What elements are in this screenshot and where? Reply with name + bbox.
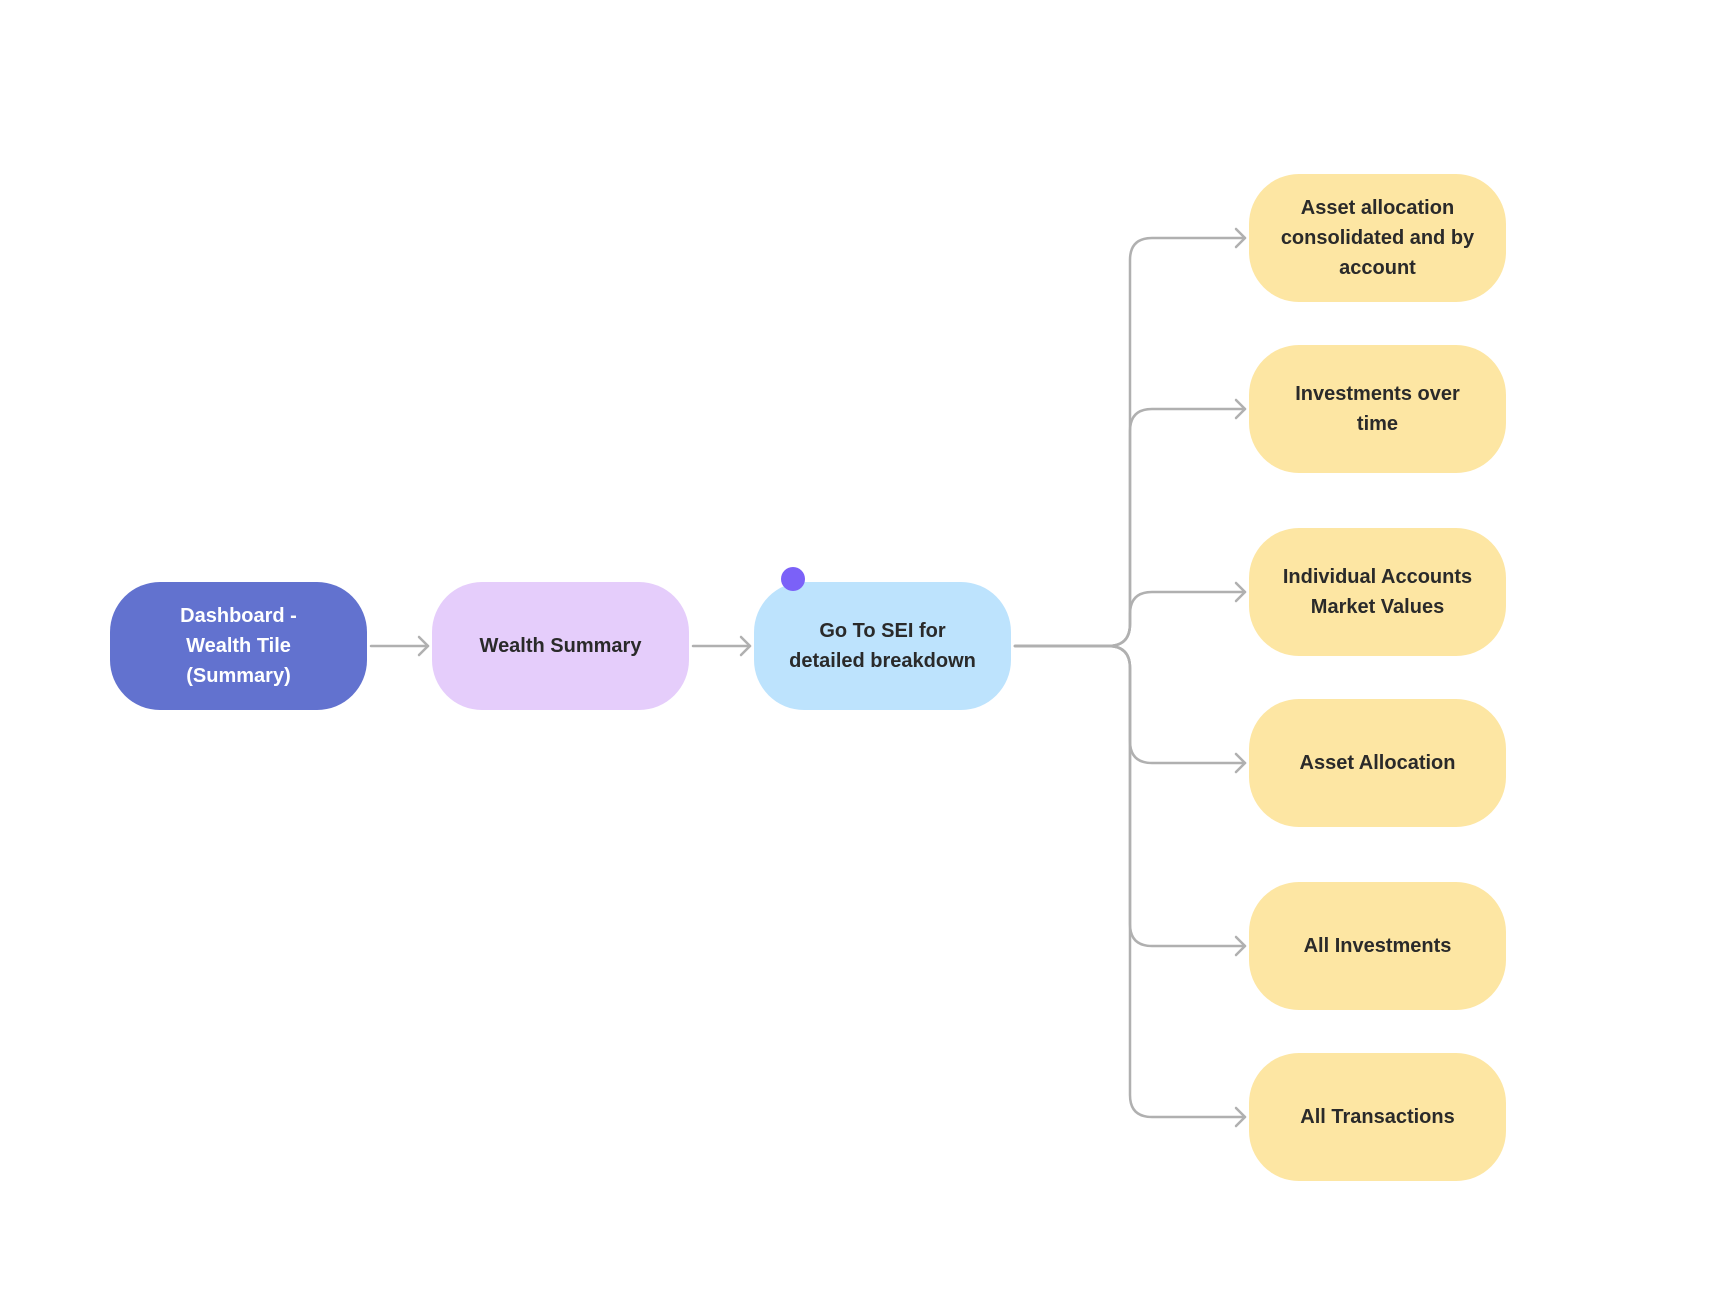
node-label-line: Asset Allocation (1299, 752, 1456, 774)
individual-accounts-market-values-node[interactable]: Individual Accounts Market Values (1249, 528, 1506, 656)
all-transactions-node[interactable]: All Transactions (1249, 1053, 1506, 1181)
node-label-line: All Transactions (1300, 1106, 1455, 1128)
arrow-head-icon (1234, 1106, 1247, 1128)
arrow-head-icon (1234, 935, 1247, 957)
investments-over-time-node[interactable]: Investments over time (1249, 345, 1506, 473)
node-label-line: detailed breakdown (789, 650, 976, 672)
arrow-head-icon (1234, 581, 1247, 603)
asset-allocation-consolidated-node[interactable]: Asset allocation consolidated and by acc… (1249, 174, 1506, 302)
node-label-line: time (1356, 413, 1399, 435)
node-label-line: All Investments (1303, 935, 1452, 957)
branch-connector (1013, 644, 1247, 1119)
node-label-line: Investments over (1295, 383, 1460, 405)
all-investments-node[interactable]: All Investments (1249, 882, 1506, 1010)
node-label-line: Wealth Summary (479, 635, 642, 657)
node-label-line: consolidated and by (1280, 227, 1475, 249)
marker-dot[interactable] (781, 567, 805, 591)
arrow-head-icon (739, 635, 752, 657)
asset-allocation-node[interactable]: Asset Allocation (1249, 699, 1506, 827)
arrow-head-icon (1234, 227, 1247, 249)
wealth-summary-node[interactable]: Wealth Summary (432, 582, 689, 710)
node-label-line: Wealth Tile (186, 635, 291, 657)
arrow-head-icon (1234, 398, 1247, 420)
node-label-line: Individual Accounts (1282, 566, 1473, 588)
arrow-head-icon (417, 635, 430, 657)
node-label-line: Dashboard - (180, 605, 297, 627)
node-label-line: account (1339, 257, 1416, 279)
node-label-line: Go To SEI for (819, 620, 946, 642)
dashboard-wealth-tile-node[interactable]: Dashboard - Wealth Tile (Summary) (110, 582, 367, 710)
go-to-sei-node[interactable]: Go To SEI for detailed breakdown (754, 582, 1011, 710)
node-label-line: Market Values (1310, 596, 1445, 618)
branch-connector (1013, 590, 1247, 648)
arrow-head-icon (1234, 752, 1247, 774)
node-label-line: (Summary) (186, 665, 291, 687)
node-label-line: Asset allocation (1300, 197, 1455, 219)
